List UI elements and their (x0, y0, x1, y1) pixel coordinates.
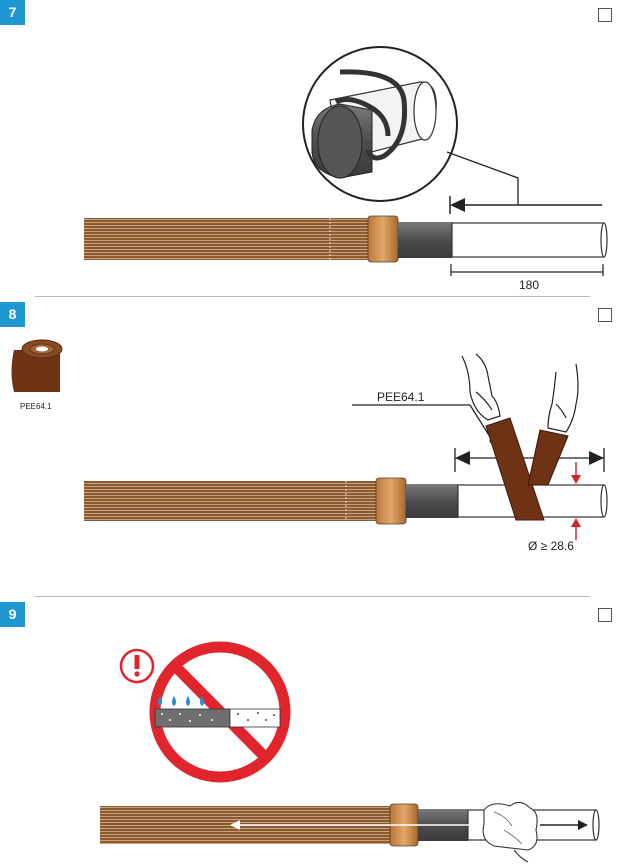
hand-icon (461, 353, 579, 433)
step8-dimension (454, 448, 605, 472)
step7-leader-line (446, 151, 519, 205)
step9-arrows (230, 820, 588, 830)
product-code-label: PEE64.1 (20, 402, 52, 411)
step9-checkbox[interactable] (598, 608, 612, 622)
wet-pipe-illustration (154, 708, 281, 728)
step-divider (35, 296, 590, 297)
step7-dimension (450, 264, 604, 276)
step8-tape-strips (485, 417, 569, 521)
step8-checkbox[interactable] (598, 308, 612, 322)
step7-dimension-label: 180 (519, 278, 540, 292)
step8-red-arrows (571, 462, 581, 540)
warning-icon (119, 648, 155, 684)
step-number-badge: 9 (0, 602, 25, 627)
cloth-hand-icon (482, 801, 538, 863)
step7-arrow (449, 196, 602, 214)
step-divider (35, 596, 590, 597)
step8-callout-line (352, 404, 493, 441)
diameter-label: Ø ≥ 28.6 (528, 539, 574, 553)
tape-roll-icon (11, 339, 63, 392)
step-number-badge: 8 (0, 302, 25, 327)
step-number-badge: 7 (0, 0, 25, 25)
step7-pipe (84, 215, 608, 263)
step7-detail-circle (302, 46, 458, 202)
water-drop-icon (158, 696, 204, 706)
step7-checkbox[interactable] (598, 8, 612, 22)
callout-label: PEE64.1 (377, 390, 425, 404)
